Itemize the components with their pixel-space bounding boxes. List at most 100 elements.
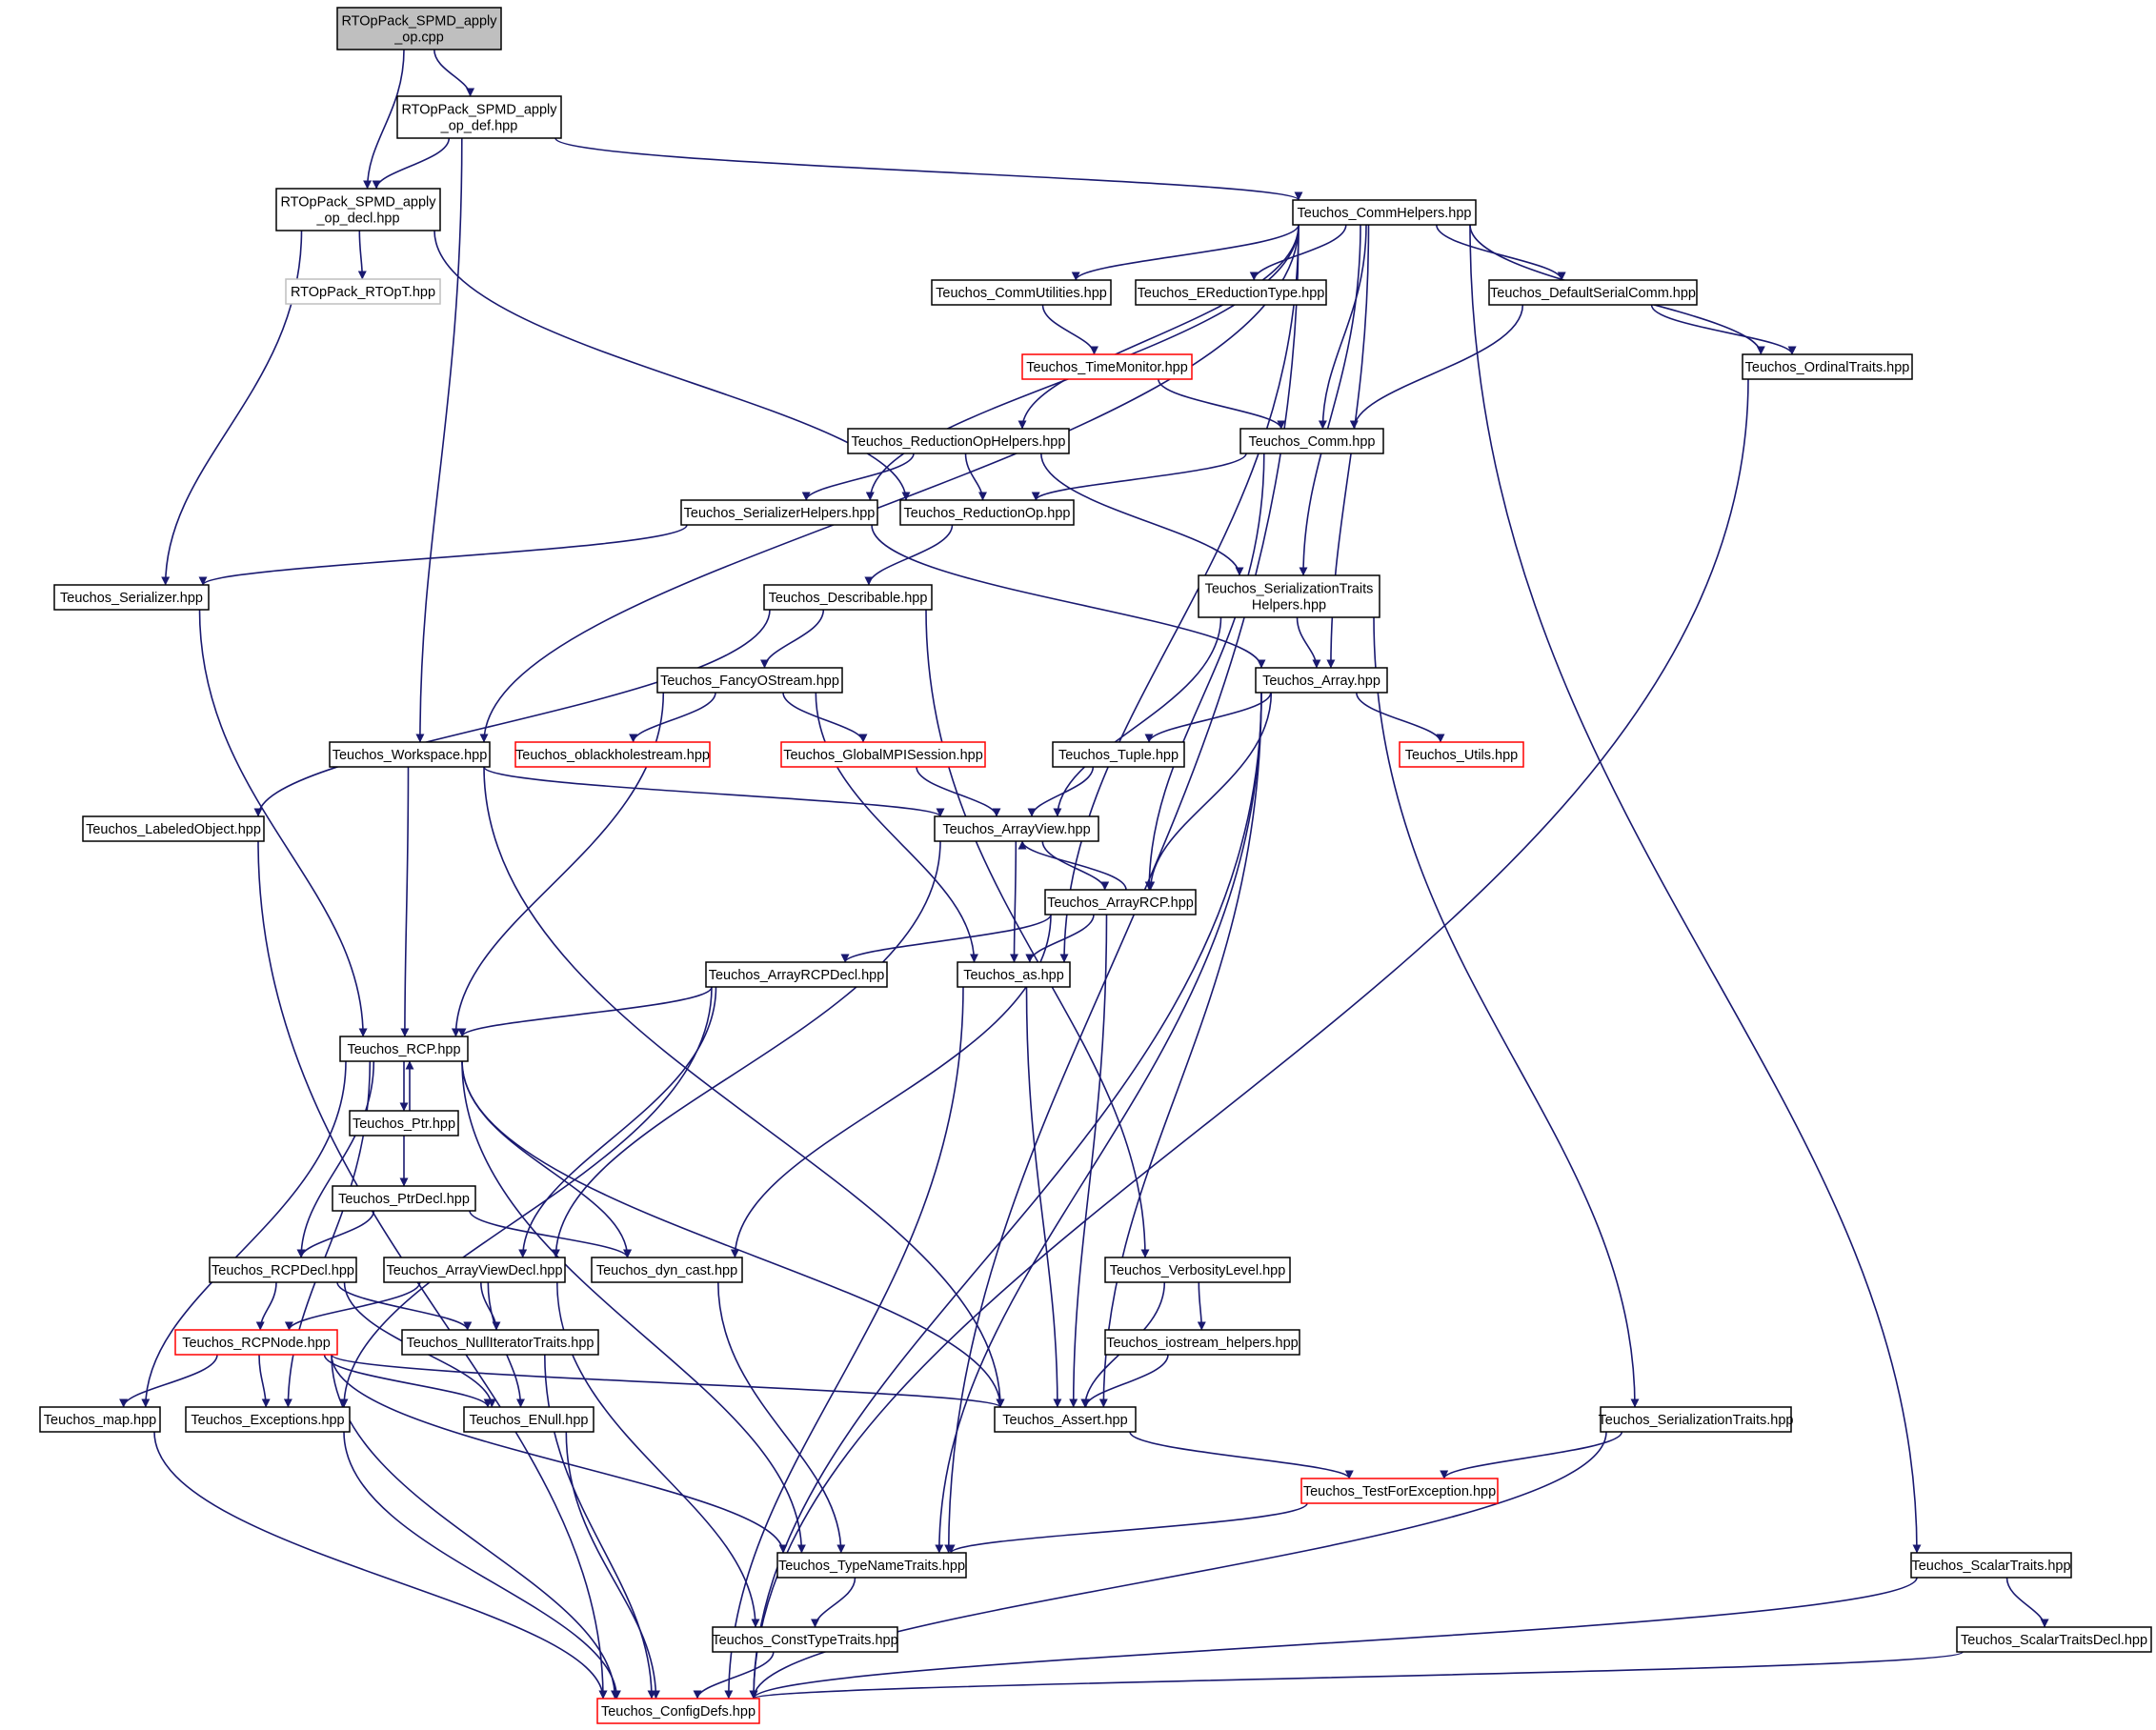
node-label: Teuchos_ReductionOpHelpers.hpp <box>852 434 1066 450</box>
node-teuchos-typenametraits-hpp[interactable]: Teuchos_TypeNameTraits.hpp <box>776 1552 967 1579</box>
edge-n28-to-n41 <box>339 986 713 1408</box>
edge-n17-to-n26 <box>1053 616 1222 817</box>
node-teuchos-nulliteratortraits-hpp[interactable]: Teuchos_NullIteratorTraits.hpp <box>401 1329 599 1356</box>
node-label: Teuchos_EReductionType.hpp <box>1138 286 1325 301</box>
node-teuchos-labeledobject-hpp[interactable]: Teuchos_LabeledObject.hpp <box>82 815 265 842</box>
edge-n14-to-n16 <box>864 524 954 586</box>
node-box <box>329 741 491 768</box>
edge-n28-to-n30 <box>457 986 713 1037</box>
node-teuchos-array-hpp[interactable]: Teuchos_Array.hpp <box>1255 667 1388 694</box>
node-teuchos-ordinaltraits-hpp[interactable]: Teuchos_OrdinalTraits.hpp <box>1742 353 1913 380</box>
node-teuchos-arrayrcpdecl-hpp[interactable]: Teuchos_ArrayRCPDecl.hpp <box>705 961 888 988</box>
node-teuchos-enull-hpp[interactable]: Teuchos_ENull.hpp <box>463 1406 594 1433</box>
edge-n5-to-n46 <box>944 224 1300 1554</box>
edge-n6-to-n9 <box>1041 304 1098 355</box>
node-label: Teuchos_ENull.hpp <box>470 1413 589 1428</box>
edge-n37-to-n43 <box>331 1354 1005 1408</box>
node-rtoppack-spmd-apply-op-decl-hpp[interactable]: RTOpPack_SPMD_apply_op_decl.hpp <box>275 188 441 231</box>
node-teuchos-fancyostream-hpp[interactable]: Teuchos_FancyOStream.hpp <box>656 667 843 694</box>
node-teuchos-ptrdecl-hpp[interactable]: Teuchos_PtrDecl.hpp <box>332 1185 476 1212</box>
edge-n20-to-n43 <box>483 766 1005 1408</box>
edge-n18-to-n21 <box>629 692 716 743</box>
edge-n27-to-n26 <box>1018 840 1127 891</box>
node-label: Teuchos_ArrayView.hpp <box>942 822 1090 837</box>
node-teuchos-rcpdecl-hpp[interactable]: Teuchos_RCPDecl.hpp <box>209 1257 357 1283</box>
node-teuchos-configdefs-hpp[interactable]: Teuchos_ConfigDefs.hpp <box>596 1698 760 1724</box>
node-box <box>705 961 888 988</box>
node-teuchos-rcpnode-hpp[interactable]: Teuchos_RCPNode.hpp <box>174 1329 338 1356</box>
node-label: Teuchos_Workspace.hpp <box>332 748 488 763</box>
node-teuchos-arrayview-hpp[interactable]: Teuchos_ArrayView.hpp <box>934 815 1099 842</box>
node-teuchos-reductionop-hpp[interactable]: Teuchos_ReductionOp.hpp <box>899 499 1075 526</box>
node-label: _op.cpp <box>393 30 444 46</box>
node-rtoppack-rtopt-hpp[interactable]: RTOpPack_RTOpT.hpp <box>285 278 441 305</box>
node-teuchos-map-hpp[interactable]: Teuchos_map.hpp <box>39 1406 161 1433</box>
edge-n27-to-n28 <box>840 914 1052 963</box>
node-teuchos-serializationtraits-hpp[interactable]: Teuchos_SerializationTraits.hpp <box>1599 1406 1794 1433</box>
node-box <box>285 278 441 305</box>
node-label: Teuchos_CommHelpers.hpp <box>1298 206 1472 221</box>
node-teuchos-timemonitor-hpp[interactable]: Teuchos_TimeMonitor.hpp <box>1021 353 1193 380</box>
node-teuchos-scalartraits-hpp[interactable]: Teuchos_ScalarTraits.hpp <box>1910 1552 2072 1579</box>
node-label: Teuchos_dyn_cast.hpp <box>596 1263 737 1278</box>
edge-n5-to-n47 <box>1469 224 1922 1554</box>
edge-n32-to-n33 <box>296 1210 375 1258</box>
node-teuchos-tuple-hpp[interactable]: Teuchos_Tuple.hpp <box>1052 741 1185 768</box>
node-teuchos-ptr-hpp[interactable]: Teuchos_Ptr.hpp <box>349 1110 459 1137</box>
node-teuchos-arrayrcp-hpp[interactable]: Teuchos_ArrayRCP.hpp <box>1044 889 1197 915</box>
edge-n30-to-n43 <box>461 1060 1005 1408</box>
node-box <box>383 1257 566 1283</box>
edge-n26-to-n29 <box>1010 840 1019 963</box>
node-label: Helpers.hpp <box>1252 598 1326 614</box>
node-teuchos-as-hpp[interactable]: Teuchos_as.hpp <box>957 961 1071 988</box>
edge-n47-to-n49 <box>2005 1577 2049 1628</box>
node-teuchos-exceptions-hpp[interactable]: Teuchos_Exceptions.hpp <box>185 1406 351 1433</box>
node-box <box>275 188 441 231</box>
node-teuchos-ereductiontype-hpp[interactable]: Teuchos_EReductionType.hpp <box>1135 279 1327 306</box>
edge-n12-to-n27 <box>1144 453 1265 891</box>
edge-n19-to-n27 <box>1146 692 1273 891</box>
edge-n37-to-n50 <box>331 1354 619 1700</box>
node-teuchos-describable-hpp[interactable]: Teuchos_Describable.hpp <box>763 584 933 611</box>
node-teuchos-iostream-helpers-hpp[interactable]: Teuchos_iostream_helpers.hpp <box>1104 1329 1300 1356</box>
node-box <box>209 1257 357 1283</box>
node-teuchos-scalartraitsdecl-hpp[interactable]: Teuchos_ScalarTraitsDecl.hpp <box>1956 1626 2152 1653</box>
node-label: Teuchos_ArrayViewDecl.hpp <box>386 1263 562 1278</box>
node-box <box>847 428 1070 454</box>
node-rtoppack-spmd-apply-op-def-hpp[interactable]: RTOpPack_SPMD_apply_op_def.hpp <box>396 95 562 139</box>
node-teuchos-consttypetraits-hpp[interactable]: Teuchos_ConstTypeTraits.hpp <box>712 1626 898 1653</box>
node-label: Teuchos_ConfigDefs.hpp <box>601 1704 756 1720</box>
node-teuchos-serializer-hpp[interactable]: Teuchos_Serializer.hpp <box>53 584 210 611</box>
node-teuchos-commutilities-hpp[interactable]: Teuchos_CommUtilities.hpp <box>931 279 1112 306</box>
node-teuchos-commhelpers-hpp[interactable]: Teuchos_CommHelpers.hpp <box>1292 199 1477 226</box>
node-teuchos-serializerhelpers-hpp[interactable]: Teuchos_SerializerHelpers.hpp <box>680 499 878 526</box>
node-teuchos-testforexception-hpp[interactable]: Teuchos_TestForException.hpp <box>1300 1478 1499 1504</box>
node-label: Teuchos_RCPNode.hpp <box>182 1336 331 1351</box>
node-teuchos-utils-hpp[interactable]: Teuchos_Utils.hpp <box>1399 741 1524 768</box>
node-box <box>1052 741 1185 768</box>
node-rtoppack-spmd-apply-op-cpp[interactable]: RTOpPack_SPMD_apply_op.cpp <box>336 7 502 50</box>
node-teuchos-arrayviewdecl-hpp[interactable]: Teuchos_ArrayViewDecl.hpp <box>383 1257 566 1283</box>
node-teuchos-dyn-cast-hpp[interactable]: Teuchos_dyn_cast.hpp <box>591 1257 743 1283</box>
node-teuchos-globalmpisession-hpp[interactable]: Teuchos_GlobalMPISession.hpp <box>780 741 986 768</box>
node-box <box>1044 889 1197 915</box>
node-box <box>174 1329 338 1356</box>
edge-n18-to-n22 <box>782 692 868 743</box>
node-teuchos-verbositylevel-hpp[interactable]: Teuchos_VerbosityLevel.hpp <box>1104 1257 1291 1283</box>
node-teuchos-defaultserialcomm-hpp[interactable]: Teuchos_DefaultSerialComm.hpp <box>1488 279 1698 306</box>
edge-n5-to-n11 <box>1018 224 1300 430</box>
node-teuchos-comm-hpp[interactable]: Teuchos_Comm.hpp <box>1239 428 1384 454</box>
node-box <box>1399 741 1524 768</box>
node-teuchos-reductionophelpers-hpp[interactable]: Teuchos_ReductionOpHelpers.hpp <box>847 428 1070 454</box>
node-box <box>763 584 933 611</box>
node-box <box>1488 279 1698 306</box>
edge-n8-to-n10 <box>1650 304 1797 355</box>
node-teuchos-rcp-hpp[interactable]: Teuchos_RCP.hpp <box>339 1036 469 1062</box>
node-box <box>1135 279 1327 306</box>
node-teuchos-workspace-hpp[interactable]: Teuchos_Workspace.hpp <box>329 741 491 768</box>
edge-n16-to-n25 <box>253 609 771 817</box>
node-teuchos-oblackholestream-hpp[interactable]: Teuchos_oblackholestream.hpp <box>514 741 711 768</box>
node-teuchos-assert-hpp[interactable]: Teuchos_Assert.hpp <box>994 1406 1137 1433</box>
